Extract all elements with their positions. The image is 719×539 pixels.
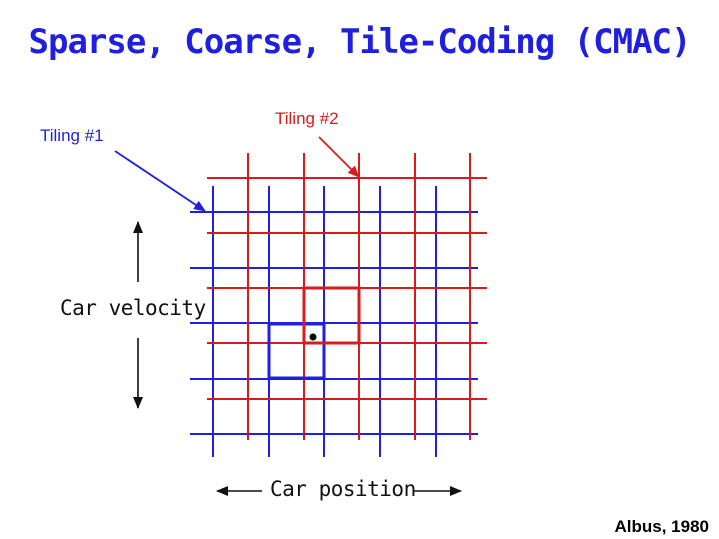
tiling1-active-tile <box>267 322 326 380</box>
x-axis-label: Car position <box>270 477 416 501</box>
tiling2-pointer-arrow <box>318 136 360 178</box>
tiling2-label: Tiling #2 <box>275 109 339 128</box>
tiling1-grid <box>190 186 478 457</box>
tiling2-active-tile <box>302 286 361 345</box>
state-point-icon <box>309 333 317 341</box>
y-axis-label: Car velocity <box>60 296 206 320</box>
tiling1-label: Tiling #1 <box>40 126 104 145</box>
tiling1-pointer-arrow <box>114 150 206 212</box>
citation: Albus, 1980 <box>614 517 710 536</box>
slide-title: Sparse, Coarse, Tile-Coding (CMAC) <box>28 22 692 62</box>
tiling2-grid <box>207 153 487 440</box>
